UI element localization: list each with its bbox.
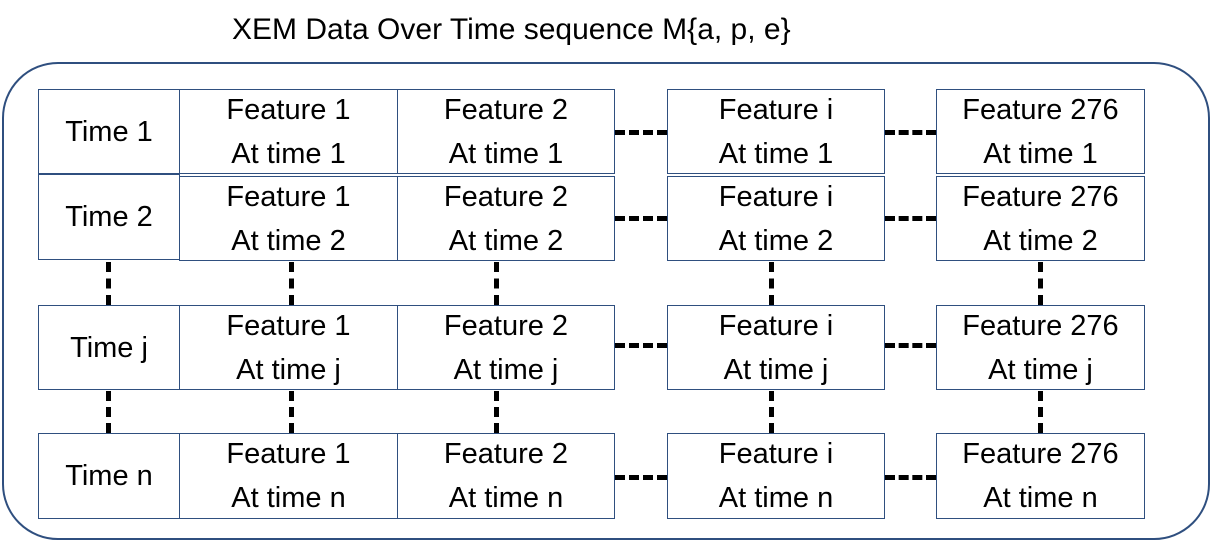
feature-name: Feature 1 bbox=[226, 309, 351, 342]
feature-name: Feature 1 bbox=[226, 180, 351, 213]
feature-name: Feature i bbox=[718, 180, 834, 213]
horizontal-dashed-connector bbox=[615, 130, 667, 135]
time-label-cell: Time n bbox=[38, 433, 180, 519]
feature-time: At time j bbox=[988, 353, 1093, 386]
time-label: Time j bbox=[70, 331, 148, 364]
feature-cell: Feature 1 At time n bbox=[179, 433, 398, 519]
feature-time: At time 1 bbox=[983, 137, 1098, 170]
feature-name: Feature 2 bbox=[443, 93, 569, 126]
horizontal-dashed-connector bbox=[885, 216, 936, 221]
time-label-cell: Time 1 bbox=[38, 89, 180, 174]
horizontal-dashed-connector bbox=[615, 216, 667, 221]
feature-name: Feature 276 bbox=[962, 309, 1119, 342]
diagram-frame bbox=[2, 62, 1210, 540]
feature-cell: Feature 2 At time n bbox=[397, 433, 615, 519]
feature-cell: Feature i At time n bbox=[667, 433, 885, 519]
horizontal-dashed-connector bbox=[885, 475, 936, 480]
time-label-cell: Time 2 bbox=[38, 174, 180, 260]
vertical-dashed-connector bbox=[769, 262, 774, 305]
feature-name: Feature 1 bbox=[226, 93, 351, 126]
feature-cell: Feature i At time 2 bbox=[667, 176, 885, 261]
feature-cell: Feature 276 At time 1 bbox=[936, 89, 1145, 174]
feature-name: Feature i bbox=[718, 93, 834, 126]
vertical-dashed-connector bbox=[106, 262, 111, 305]
feature-cell: Feature 2 At time 2 bbox=[397, 176, 615, 261]
feature-cell: Feature 2 At time 1 bbox=[397, 89, 615, 174]
vertical-dashed-connector bbox=[289, 262, 294, 305]
vertical-dashed-connector bbox=[106, 391, 111, 433]
feature-name: Feature i bbox=[718, 309, 834, 342]
time-label: Time n bbox=[65, 460, 153, 492]
vertical-dashed-connector bbox=[769, 391, 774, 433]
feature-name: Feature 2 bbox=[443, 438, 569, 470]
time-label: Time 2 bbox=[65, 201, 153, 233]
feature-time: At time 2 bbox=[983, 224, 1098, 257]
feature-name: Feature 276 bbox=[962, 180, 1119, 213]
feature-time: At time 2 bbox=[718, 224, 834, 257]
feature-cell: Feature 2 At time j bbox=[397, 305, 615, 390]
feature-cell: Feature 276 At time j bbox=[936, 305, 1145, 390]
feature-name: Feature 1 bbox=[226, 438, 351, 470]
feature-cell: Feature 276 At time 2 bbox=[936, 176, 1145, 261]
horizontal-dashed-connector bbox=[615, 343, 667, 348]
time-label: Time 1 bbox=[65, 115, 153, 148]
diagram-title: XEM Data Over Time sequence M{a, p, e} bbox=[232, 13, 791, 46]
feature-time: At time 2 bbox=[448, 224, 564, 257]
feature-name: Feature 2 bbox=[443, 309, 569, 342]
feature-time: At time 2 bbox=[231, 224, 346, 257]
feature-cell: Feature 276 At time n bbox=[936, 433, 1145, 519]
feature-time: At time j bbox=[236, 353, 341, 386]
horizontal-dashed-connector bbox=[885, 343, 936, 348]
feature-time: At time 1 bbox=[448, 137, 564, 170]
time-label-cell: Time j bbox=[38, 305, 180, 390]
vertical-dashed-connector bbox=[494, 391, 499, 433]
feature-time: At time j bbox=[453, 353, 559, 386]
feature-time: At time n bbox=[983, 482, 1098, 514]
feature-time: At time n bbox=[448, 482, 564, 514]
vertical-dashed-connector bbox=[494, 262, 499, 305]
vertical-dashed-connector bbox=[1038, 262, 1043, 305]
feature-time: At time j bbox=[723, 353, 829, 386]
feature-name: Feature 276 bbox=[962, 93, 1119, 126]
feature-time: At time 1 bbox=[718, 137, 834, 170]
feature-time: At time n bbox=[231, 482, 346, 514]
feature-name: Feature 2 bbox=[443, 180, 569, 213]
horizontal-dashed-connector bbox=[615, 475, 667, 480]
feature-cell: Feature i At time 1 bbox=[667, 89, 885, 174]
feature-cell: Feature 1 At time j bbox=[179, 305, 398, 390]
vertical-dashed-connector bbox=[289, 391, 294, 433]
feature-time: At time n bbox=[718, 482, 834, 514]
feature-name: Feature 276 bbox=[962, 438, 1119, 470]
feature-cell: Feature 1 At time 2 bbox=[179, 176, 398, 261]
feature-time: At time 1 bbox=[231, 137, 346, 170]
feature-cell: Feature 1 At time 1 bbox=[179, 89, 398, 174]
feature-cell: Feature i At time j bbox=[667, 305, 885, 390]
feature-name: Feature i bbox=[718, 438, 834, 470]
vertical-dashed-connector bbox=[1038, 391, 1043, 433]
horizontal-dashed-connector bbox=[885, 130, 936, 135]
